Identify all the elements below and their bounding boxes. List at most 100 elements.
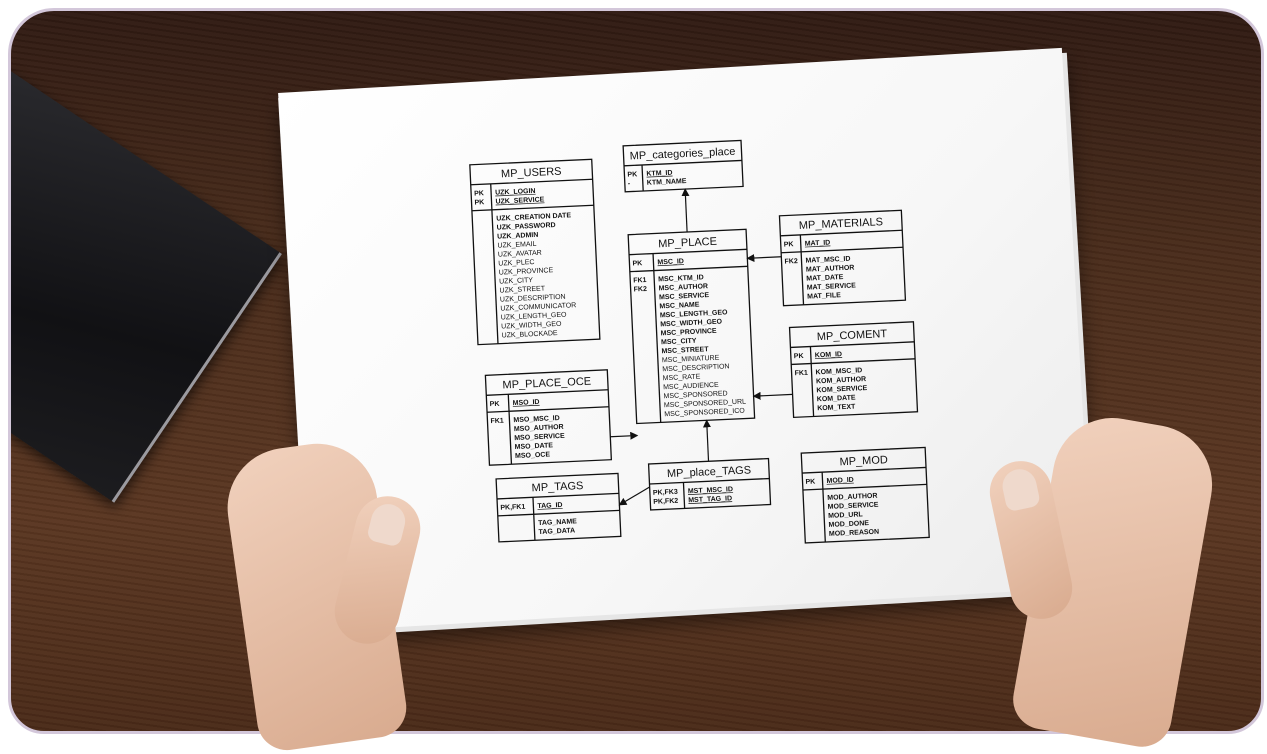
table-box bbox=[778, 209, 907, 307]
table-box bbox=[788, 321, 919, 419]
title-divider bbox=[624, 159, 742, 167]
key-label: FK2 bbox=[634, 286, 648, 294]
key-label: PK,FK3 bbox=[653, 489, 678, 497]
key-label: - bbox=[628, 181, 631, 188]
relation-arrow bbox=[681, 188, 690, 233]
field: KOM_SERVICE bbox=[816, 385, 867, 394]
field: MSO_AUTHOR bbox=[514, 424, 564, 433]
field: MSC_CITY bbox=[661, 338, 697, 347]
title-divider bbox=[486, 389, 609, 396]
pk-field: KOM_ID bbox=[815, 351, 843, 359]
field: TAG_NAME bbox=[538, 518, 577, 527]
field: MSO_MSC_ID bbox=[513, 415, 560, 424]
table-mp-place: MP_PLACE PK MSC_ID FK1 MSC_KTM_ID FK2 MSC_AUTH… bbox=[627, 228, 756, 425]
field: MSC_KTM_ID bbox=[658, 274, 704, 283]
field: MSO_SERVICE bbox=[514, 433, 565, 442]
field: MSC_SPONSORED_ICO bbox=[664, 408, 745, 419]
pk-field: MOD_ID bbox=[826, 477, 854, 485]
pk-field: MST_TAG_ID bbox=[688, 495, 732, 504]
key-column-divider bbox=[532, 497, 536, 541]
pk-field: TAG_ID bbox=[537, 502, 562, 510]
key-label: PK,FK1 bbox=[500, 504, 525, 512]
field: UZK_PASSWORD bbox=[497, 222, 556, 232]
field: MAT_AUTHOR bbox=[806, 264, 855, 273]
key-column-divider bbox=[652, 253, 662, 423]
pk-divider bbox=[781, 246, 904, 254]
field: MOD_DONE bbox=[828, 520, 869, 529]
pk-field: UZK_SERVICE bbox=[495, 196, 544, 205]
key-column-divider bbox=[641, 164, 644, 191]
field: MSC_AUDIENCE bbox=[663, 382, 719, 392]
key-label: PK bbox=[784, 241, 794, 248]
field: MSC_AUTHOR bbox=[658, 283, 708, 292]
field: MOD_AUTHOR bbox=[827, 493, 877, 502]
key-column-divider bbox=[682, 482, 686, 509]
field: MSO_OCE bbox=[515, 451, 551, 460]
pk-field: MSC_ID bbox=[657, 258, 684, 266]
pk-divider bbox=[791, 358, 916, 366]
table-mp-mod: MP_MOD PK MOD_ID MOD_AUTHORMOD_SERVICEMOD_U… bbox=[800, 446, 930, 544]
field: KOM_MSC_ID bbox=[815, 367, 862, 376]
field: MAT_SERVICE bbox=[807, 282, 857, 291]
field: MOD_REASON bbox=[829, 529, 879, 538]
field: KOM_AUTHOR bbox=[816, 376, 866, 385]
key-label: FK1 bbox=[794, 370, 808, 378]
field: MSC_SPONSORED bbox=[663, 390, 727, 400]
key-column-divider bbox=[507, 394, 513, 465]
relation-arrow bbox=[746, 254, 782, 262]
field: UZK_DESCRIPTION bbox=[500, 294, 566, 304]
key-label: PK bbox=[474, 190, 484, 197]
title-divider bbox=[649, 477, 770, 485]
key-label: PK,FK2 bbox=[653, 498, 678, 506]
field: MAT_DATE bbox=[806, 274, 844, 283]
key-label: PK bbox=[474, 199, 484, 206]
field: UZK_EMAIL bbox=[497, 241, 536, 250]
field: MOD_URL bbox=[828, 511, 864, 520]
table-title: MP_MATERIALS bbox=[799, 216, 884, 232]
field: UZK_ADMIN bbox=[497, 232, 539, 241]
field: UZK_COMMUNICATOR bbox=[500, 302, 576, 312]
field: UZK_PROVINCE bbox=[499, 267, 554, 276]
field: MSC_SERVICE bbox=[659, 292, 710, 301]
pk-divider bbox=[487, 406, 609, 413]
field: MSC_PROVINCE bbox=[661, 328, 718, 338]
pk-field: MST_MSC_ID bbox=[688, 486, 733, 495]
left-thumbnail bbox=[366, 500, 409, 548]
field: UZK_WIDTH_GEO bbox=[501, 321, 562, 331]
pk-field: UZK_LOGIN bbox=[495, 188, 536, 197]
key-column-divider bbox=[490, 183, 499, 344]
field: MSC_SPONSORED_URL bbox=[664, 399, 746, 410]
pk-field: KTM_ID bbox=[646, 170, 672, 178]
key-label: FK1 bbox=[633, 277, 647, 285]
key-column-divider bbox=[821, 472, 826, 543]
pk-field: MSO_ID bbox=[513, 399, 540, 407]
field: MSC_MINIATURE bbox=[662, 355, 720, 365]
pk-divider bbox=[471, 204, 594, 212]
table-title: MP_COMENT bbox=[817, 328, 888, 343]
field: KOM_TEXT bbox=[817, 404, 856, 413]
field: MAT_FILE bbox=[807, 292, 841, 301]
field: MSO_DATE bbox=[515, 442, 554, 451]
pk-divider bbox=[497, 509, 620, 517]
field: UZK_BLOCKADE bbox=[501, 330, 558, 340]
pk-divider bbox=[802, 483, 927, 491]
key-column-divider bbox=[809, 346, 815, 417]
table-title: MP_MOD bbox=[839, 454, 888, 468]
key-label: PK bbox=[805, 478, 815, 485]
field: UZK_AVATAR bbox=[498, 250, 542, 259]
table-box bbox=[469, 158, 601, 346]
key-label: PK bbox=[632, 260, 642, 267]
table-title: MP_PLACE bbox=[658, 236, 717, 251]
field: TAG_DATA bbox=[538, 527, 575, 536]
key-label: FK2 bbox=[784, 258, 798, 266]
right-thumbnail bbox=[999, 466, 1041, 513]
title-divider bbox=[496, 492, 619, 500]
field: MOD_SERVICE bbox=[828, 502, 879, 511]
key-column-divider bbox=[799, 234, 805, 305]
field: MSC_WIDTH_GEO bbox=[660, 319, 723, 329]
